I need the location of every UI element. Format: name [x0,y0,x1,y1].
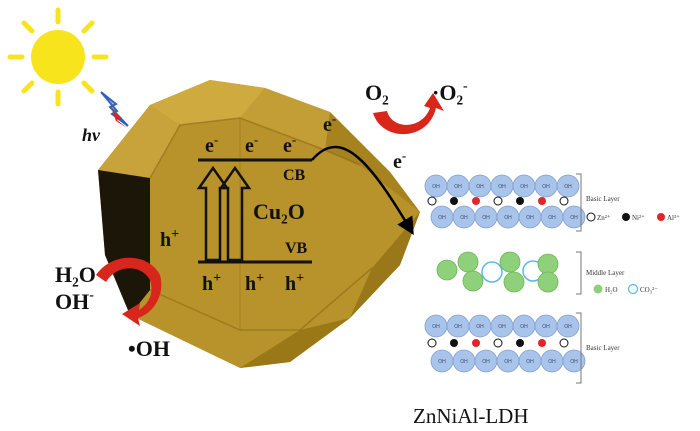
ni-ion [450,339,458,347]
ni-ion [516,197,524,205]
hole-label: h+ [202,271,221,295]
hole-label: h+ [285,271,304,295]
hydroxyl-sphere-label: OH [548,359,556,365]
hydroxyl-sphere-label: OH [438,215,446,221]
ni-ion [450,197,458,205]
hydroxyl-sphere-label: OH [498,184,506,190]
hydroxide-sphere [562,349,586,373]
oxygen-label: O₂ [365,80,389,105]
water-label: H₂O [55,262,96,287]
zn-ion [493,196,503,206]
hydroxide-sphere [562,205,586,229]
zn-ion [427,338,437,348]
hydroxyl-sphere-label: OH [504,215,512,221]
electron-label: e- [245,132,258,157]
water-molecule [537,271,559,293]
hydroxyl-sphere-label: OH [570,359,578,365]
hydroxyl-sphere-label: OH [564,324,572,330]
layer-bracket [576,312,582,384]
ni-ion [516,339,524,347]
hydroxyl-sphere-label: OH [460,215,468,221]
zn-ion [427,196,437,206]
basic-layer-label: Basic Layer [586,344,620,352]
hydroxyl-sphere-label: OH [438,359,446,365]
ldh-structure: OH OH OH OH OH OH OH OH OH OH OH OH OH OH OH OH OH OH OH OH… [424,174,586,373]
hydroxide-label: OH- [55,288,94,314]
hydroxyl-sphere-label: OH [542,184,550,190]
hydroxyl-sphere-label: OH [476,324,484,330]
hydroxyl-sphere-label: OH [520,184,528,190]
photon-label: hv [82,125,101,145]
reduction-arrow [373,93,444,135]
ldh-title: ZnNiAl-LDH [413,404,528,428]
cu2o-crystal [98,80,420,368]
svg-text:Zn²⁺: Zn²⁺ [597,214,611,222]
semiconductor-label: Cu₂O [253,199,305,224]
valence-band-label: VB [285,240,308,257]
hydroxyl-radical-label: •OH [128,336,170,361]
hole-label: h+ [245,271,264,295]
hole-label: h+ [160,227,179,251]
sun-icon [7,7,109,107]
ion-legend: Zn²⁺ Ni²⁺ Al³⁺ [586,212,680,222]
zn-ion [559,196,569,206]
hydroxyl-sphere-label: OH [498,324,506,330]
hydroxyl-sphere-label: OH [432,324,440,330]
lightning-bolt-icon [100,91,129,128]
basic-layer-label: Basic Layer [586,195,620,203]
al-ion [472,197,480,205]
svg-text:Ni²⁺: Ni²⁺ [632,214,645,222]
hydroxide-sphere [556,314,580,338]
electron-transfer-arrow [311,145,414,236]
water-molecule [457,251,479,273]
excitation-arrow [196,165,252,262]
hydroxyl-sphere-label: OH [454,184,462,190]
water-molecule [462,270,484,292]
hydroxyl-sphere-label: OH [482,215,490,221]
electron-label: e- [205,132,218,157]
electron-label: e- [393,148,406,173]
water-molecule [503,271,525,293]
hydroxyl-sphere-label: OH [432,184,440,190]
svg-text:Al³⁺: Al³⁺ [667,214,680,222]
hydroxyl-sphere-label: OH [520,324,528,330]
hydroxyl-sphere-label: OH [526,215,534,221]
al-ion [538,197,546,205]
conduction-band-label: CB [283,167,306,184]
interlayer-legend: H₂O CO₃²⁻ [593,283,658,295]
electron-label: e- [283,132,296,157]
oxidation-arrow [96,257,162,326]
al-ion [472,339,480,347]
hydroxyl-sphere-label: OH [504,359,512,365]
hydroxyl-sphere-label: OH [526,359,534,365]
hydroxyl-sphere-label: OH [482,359,490,365]
water-molecule [537,253,559,275]
water-molecule [499,251,521,273]
water-molecule [436,259,458,281]
electron-label: e- [323,111,336,136]
hydroxyl-sphere-label: OH [564,184,572,190]
superoxide-label: ·O₂- [432,79,468,105]
hydroxyl-sphere-label: OH [570,215,578,221]
layer-bracket [576,251,582,295]
al-ion [538,339,546,347]
hydroxyl-sphere-label: OH [476,184,484,190]
hydroxyl-sphere-label: OH [460,359,468,365]
hydroxyl-sphere-label: OH [542,324,550,330]
zn-ion [559,338,569,348]
svg-text:CO₃²⁻: CO₃²⁻ [640,286,658,294]
hydroxyl-sphere-label: OH [548,215,556,221]
svg-text:H₂O: H₂O [605,286,618,294]
carbonate-ion [481,261,503,283]
layer-bracket [576,173,582,232]
zn-ion [493,338,503,348]
hydroxide-sphere [556,174,580,198]
middle-layer-label: Middle Layer [586,269,625,277]
hydroxyl-sphere-label: OH [454,324,462,330]
